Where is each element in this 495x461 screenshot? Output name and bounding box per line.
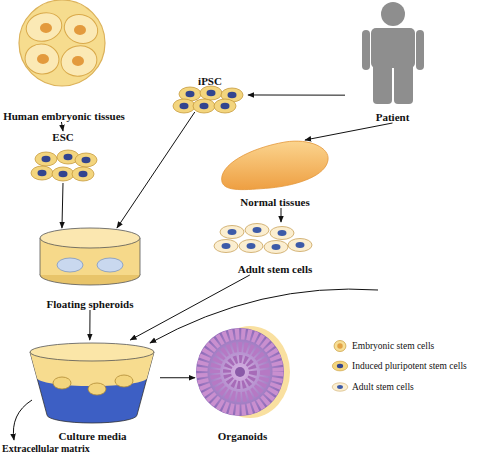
stem-cell — [245, 224, 269, 237]
container-rim — [30, 343, 154, 361]
cultured-cell — [53, 377, 71, 389]
legend-row: Embryonic stem cells — [352, 339, 434, 353]
petri-dish — [40, 228, 140, 285]
stage-node: Patient — [345, 2, 440, 123]
callout-arrow — [13, 400, 32, 440]
stem-cell — [200, 86, 222, 100]
cell-nucleus — [74, 25, 86, 35]
cell-nucleus — [37, 54, 49, 64]
embryo-cell — [60, 10, 102, 48]
stage-node: Floating spheroids — [35, 228, 145, 310]
stage-node: iPSC — [172, 75, 248, 112]
callout-label: Extracellular matrix — [2, 443, 90, 455]
stage-node: Human embryonic tissues — [0, 0, 128, 122]
flow-arrow — [130, 275, 250, 340]
flow-arrow — [160, 377, 195, 378]
node-label: Culture media — [0, 430, 190, 442]
figure-arm — [362, 30, 370, 70]
stem-cell — [75, 153, 97, 167]
legend-icon — [334, 340, 346, 351]
figure-arm — [416, 30, 424, 70]
adult-cluster — [214, 224, 312, 254]
organoid-ring — [227, 359, 253, 385]
stem-cell — [173, 99, 195, 113]
embryo-cell — [58, 43, 99, 80]
figure-leg — [373, 62, 392, 104]
stem-cell — [214, 99, 236, 113]
node-label: ESC — [3, 131, 123, 143]
organoid-sphere — [196, 328, 284, 416]
legend-icons — [332, 340, 348, 391]
cultured-cell — [115, 375, 133, 387]
flow-arrow — [117, 112, 195, 228]
stem-cell — [270, 227, 294, 240]
stage-node: Culture media — [25, 340, 160, 442]
node-label: Human embryonic tissues — [0, 110, 158, 122]
organoid-ring — [215, 347, 265, 397]
organoid-core — [235, 367, 245, 377]
esc-cluster — [31, 150, 97, 181]
node-label: Adult stem cells — [185, 263, 365, 275]
figure-head — [381, 2, 405, 26]
stem-cell — [288, 239, 312, 252]
stem-cell — [214, 240, 238, 253]
spheroid — [57, 258, 83, 272]
stem-cell — [52, 167, 74, 181]
cultured-cell — [88, 383, 106, 395]
flow-arrow — [89, 310, 90, 340]
legend-text: Adult stem cells — [352, 382, 414, 392]
patient-figure — [362, 2, 424, 104]
stem-cell — [72, 167, 94, 181]
stage-node: Adult stem cells — [215, 222, 335, 275]
organoid-ring — [202, 334, 278, 410]
ipsc-cluster — [173, 86, 243, 113]
figure-leg — [394, 62, 413, 104]
cell-nucleus — [40, 23, 52, 33]
node-label: Normal tissues — [185, 196, 365, 208]
legend-text: Embryonic stem cells — [352, 341, 434, 351]
stem-cell — [239, 240, 263, 253]
stem-cell — [193, 99, 215, 113]
stage-node: Normal tissues — [215, 140, 335, 208]
node-label: Floating spheroids — [5, 298, 175, 310]
dish-rim — [40, 228, 140, 248]
legend-row: Induced pluripotent stem cells — [352, 359, 467, 373]
flow-arrow — [281, 208, 282, 222]
node-label: Organoids — [165, 430, 320, 442]
legend-icon — [332, 361, 347, 371]
embryo-cell — [23, 9, 65, 45]
curved-arrow — [150, 289, 378, 343]
flow-arrow — [305, 123, 393, 140]
tissue-circle — [19, 0, 105, 86]
dish-wall — [140, 238, 141, 275]
legend-text: Induced pluripotent stem cells — [352, 361, 467, 371]
embryo-cell — [23, 41, 62, 76]
cell-nucleus — [72, 56, 84, 66]
flow-arrow — [248, 94, 345, 95]
culture-container — [30, 343, 154, 423]
stem-cell — [264, 241, 288, 254]
tissue-blob — [222, 141, 328, 190]
embryonic-tissue — [19, 0, 105, 86]
stage-node: Organoids — [195, 323, 290, 442]
organoid — [196, 326, 290, 418]
stage-node: ESC — [33, 131, 93, 183]
flow-arrow — [62, 183, 63, 228]
matrix-layer — [30, 352, 154, 423]
node-label: Patient — [315, 111, 470, 123]
stem-cell — [220, 226, 244, 239]
node-label: iPSC — [142, 75, 278, 87]
legend-row: Adult stem cells — [352, 380, 414, 394]
flow-arrow — [61, 122, 63, 131]
dish-wall — [40, 238, 41, 275]
stem-cell — [31, 166, 53, 180]
stem-cell — [35, 152, 57, 166]
spheroid — [97, 258, 123, 272]
legend-icon — [332, 383, 348, 391]
